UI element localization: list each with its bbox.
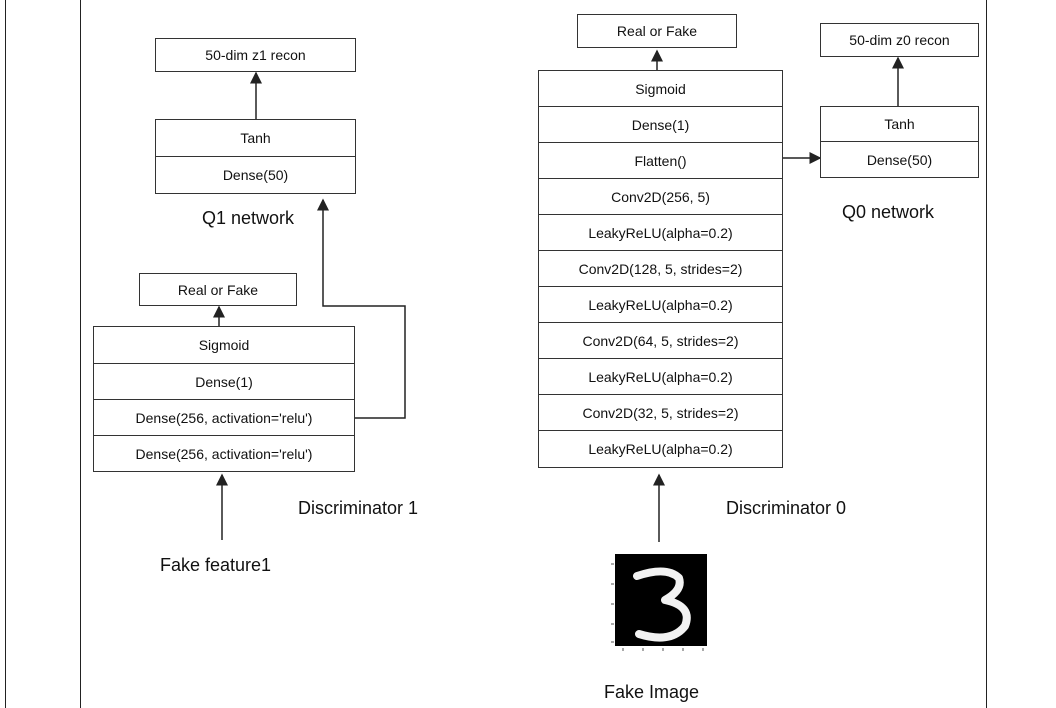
fake-feature1-label: Fake feature1 — [160, 555, 272, 575]
d0-layer-leakyrelu-3: LeakyReLU(alpha=0.2) — [539, 359, 782, 395]
q1-network-title: Q1 network — [202, 208, 295, 228]
d0-layer-conv32: Conv2D(32, 5, strides=2) — [539, 395, 782, 431]
d0-layer-flatten: Flatten() — [539, 143, 782, 179]
d1-output-box: Real or Fake — [139, 273, 297, 306]
d1-layer-dense256-b: Dense(256, activation='relu') — [135, 445, 313, 462]
d0-layer-leakyrelu-2: LeakyReLU(alpha=0.2) — [539, 287, 782, 323]
frame-left-border — [5, 0, 6, 708]
d0-layer-leakyrelu-4: LeakyReLU(alpha=0.2) — [588, 440, 733, 457]
d0-layer-sigmoid: Sigmoid — [539, 71, 782, 107]
q0-layer-dense50: Dense(50) — [866, 151, 933, 168]
fake-image-digit — [611, 554, 707, 651]
d0-layer-conv256: Conv2D(256, 5) — [539, 179, 782, 215]
q0-network-stack: Tanh Dense(50) — [820, 106, 979, 178]
d0-layer-conv64: Conv2D(64, 5, strides=2) — [539, 323, 782, 359]
d1-layer-sigmoid: Sigmoid — [94, 327, 354, 364]
d0-output-box: Real or Fake — [577, 14, 737, 48]
q1-layer-tanh: Tanh — [156, 120, 355, 157]
d1-to-q1-arrow — [317, 198, 406, 419]
d0-layer-conv128: Conv2D(128, 5, strides=2) — [539, 251, 782, 287]
q1-network-stack: Tanh Dense(50) — [155, 119, 356, 194]
fake-image-label: Fake Image — [604, 682, 700, 702]
q1-layer-dense50: Dense(50) — [222, 167, 289, 183]
frame-divider-left — [80, 0, 81, 708]
q1-output-box: 50-dim z1 recon — [155, 38, 356, 72]
discriminator1-stack: Sigmoid Dense(1) Dense(256, activation='… — [93, 326, 355, 472]
discriminator0-stack: Sigmoid Dense(1) Flatten() Conv2D(256, 5… — [538, 70, 783, 468]
q0-network-title: Q0 network — [842, 202, 935, 222]
discriminator1-title: Discriminator 1 — [298, 498, 419, 518]
d0-layer-dense1: Dense(1) — [539, 107, 782, 143]
discriminator0-title: Discriminator 0 — [726, 498, 847, 518]
d1-layer-dense1: Dense(1) — [94, 364, 354, 400]
d0-layer-leakyrelu-1: LeakyReLU(alpha=0.2) — [539, 215, 782, 251]
q0-layer-tanh: Tanh — [821, 107, 978, 142]
frame-divider-right — [986, 0, 987, 708]
q0-output-box: 50-dim z0 recon — [820, 23, 979, 57]
d1-layer-dense256-a: Dense(256, activation='relu') — [94, 400, 354, 436]
